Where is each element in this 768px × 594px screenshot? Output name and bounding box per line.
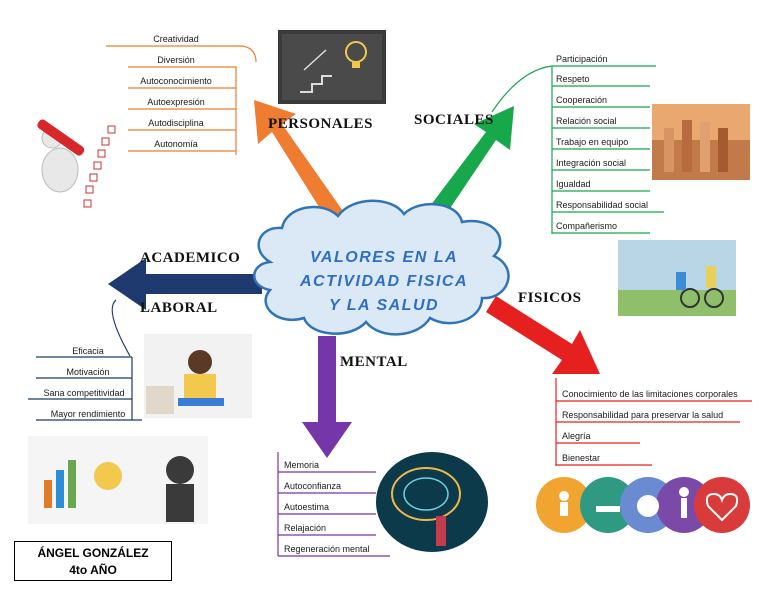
heading-laboral: LABORAL: [140, 300, 218, 316]
sociales-item: Cooperación: [556, 95, 607, 105]
arrow-mental: [302, 336, 352, 458]
arrow-personales: [254, 100, 352, 234]
kids-bikes-image: [618, 240, 736, 316]
central-cloud: VALORES EN LA ACTIVIDAD FISICA Y LA SALU…: [253, 199, 510, 336]
heading-personales: PERSONALES: [268, 116, 373, 132]
list-laboral: [28, 299, 142, 421]
brain-image: [376, 452, 488, 552]
author-grade: 4to AÑO: [69, 563, 117, 577]
sociales-item: Compañerismo: [556, 221, 617, 231]
health-icons-image: [536, 477, 750, 533]
sociales-item: Relación social: [556, 116, 617, 126]
author-name: ÁNGEL GONZÁLEZ: [37, 546, 149, 560]
heading-mental: MENTAL: [340, 354, 408, 370]
sociales-item: Participación: [556, 54, 608, 64]
list-sociales: [491, 65, 664, 234]
sociales-item: Respeto: [556, 74, 590, 84]
list-fisicos: [555, 378, 752, 466]
list-personales: [106, 45, 257, 155]
laboral-item: Motivación: [66, 367, 109, 377]
heading-academico: ACADEMICO: [140, 250, 240, 266]
author-box: ÁNGEL GONZÁLEZ 4to AÑO: [14, 541, 172, 581]
hands-together-image: [652, 104, 750, 180]
list-mental: [277, 452, 390, 557]
sociales-item: Igualdad: [556, 179, 591, 189]
chalkboard-bulb-image: [278, 30, 386, 104]
woman-reading-image: [144, 334, 252, 418]
laboral-item: Mayor rendimiento: [51, 409, 126, 419]
center-title-line-2: ACTIVIDAD FISICA: [299, 273, 468, 290]
arrow-fisicos: [486, 296, 600, 374]
business-charts-image: [28, 436, 208, 524]
personales-item: Autonomía: [154, 139, 198, 149]
center-title-line-1: VALORES EN LA: [310, 249, 458, 266]
personales-item: Creatividad: [153, 34, 199, 44]
laboral-item: Eficacia: [72, 346, 104, 356]
laboral-item: Sana competitividad: [43, 388, 124, 398]
fisicos-item: Responsabilidad para preservar la salud: [562, 410, 723, 420]
sociales-item: Trabajo en equipo: [556, 137, 628, 147]
personales-item: Autoexpresión: [147, 97, 205, 107]
arrow-laboral: [108, 258, 262, 310]
mental-item: Relajación: [284, 523, 326, 533]
sociales-item: Responsabilidad social: [556, 200, 648, 210]
mental-item: Autoestima: [284, 502, 329, 512]
arrow-sociales: [418, 106, 514, 232]
mental-item: Autoconfianza: [284, 481, 341, 491]
heading-sociales: SOCIALES: [414, 112, 494, 128]
personales-item: Diversión: [157, 55, 195, 65]
mental-item: Memoria: [284, 460, 319, 470]
fisicos-item: Conocimiento de las limitaciones corpora…: [562, 389, 738, 399]
heading-fisicos: FISICOS: [518, 290, 582, 306]
fisicos-item: Alegría: [562, 431, 591, 441]
mental-item: Regeneración mental: [284, 544, 370, 554]
fisicos-item: Bienestar: [562, 453, 600, 463]
sociales-item: Integración social: [556, 158, 626, 168]
personales-item: Autodisciplina: [148, 118, 204, 128]
checklist-person-image: [37, 119, 116, 208]
center-title-line-3: Y LA SALUD: [329, 297, 439, 314]
personales-item: Autoconocimiento: [140, 76, 212, 86]
